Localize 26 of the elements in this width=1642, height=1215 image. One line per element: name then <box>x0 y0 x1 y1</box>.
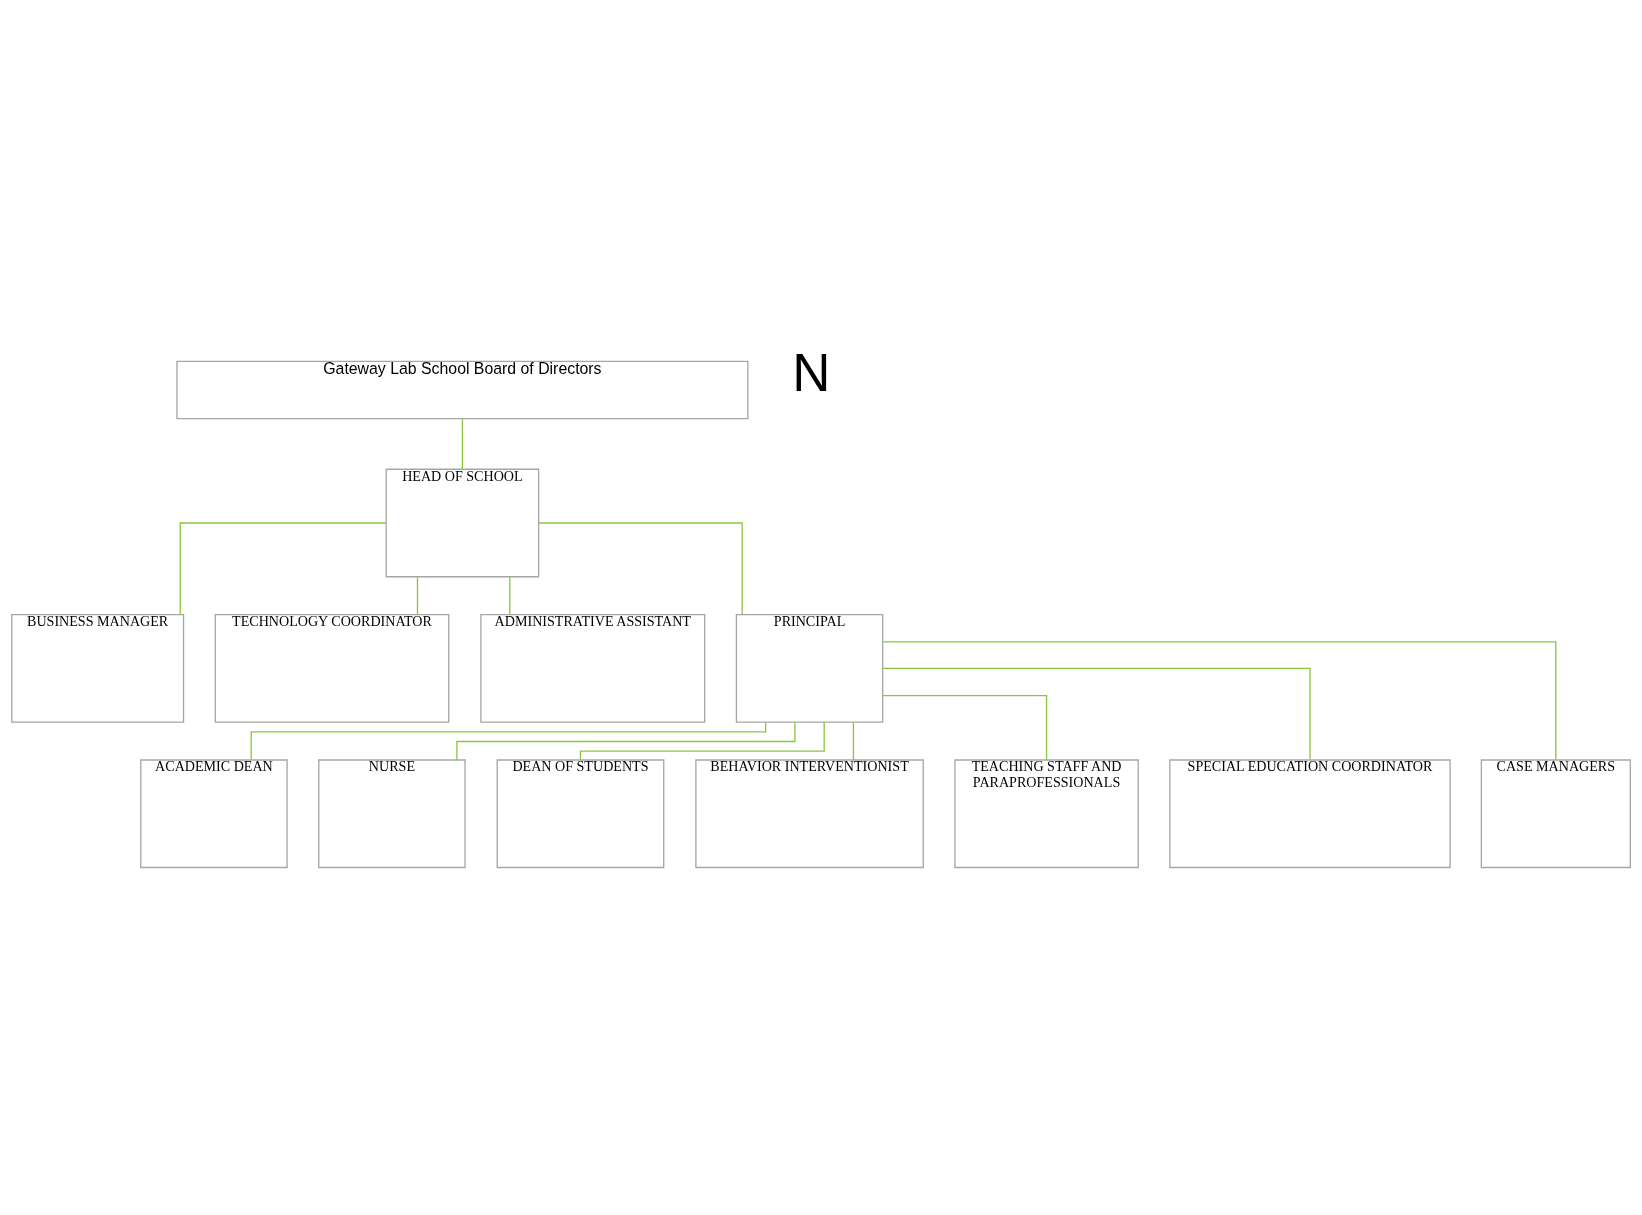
connector <box>852 721 855 760</box>
connector <box>882 694 1048 761</box>
node-box: TECHNOLOGY COORDINATOR <box>214 613 450 723</box>
node-box: BEHAVIOR INTERVENTIONIST <box>695 758 924 868</box>
connector <box>456 721 796 760</box>
node-box: CASE MANAGERS <box>1480 758 1631 868</box>
node-box: HEAD OF SCHOOL <box>385 468 540 577</box>
node-box: PRINCIPAL <box>735 613 884 723</box>
connector <box>509 575 511 615</box>
connector <box>179 521 387 615</box>
connector <box>882 667 1311 760</box>
node-box: TEACHING STAFF AND PARAPROFESSIONALS <box>954 758 1139 868</box>
connector <box>579 721 825 761</box>
node-box: Gateway Lab School Board of Directors <box>176 360 749 419</box>
connector <box>416 575 419 615</box>
connector <box>882 640 1557 760</box>
connector <box>250 721 767 760</box>
node-box: BUSINESS MANAGER <box>11 613 185 723</box>
connector <box>461 417 464 470</box>
node-box: DEAN OF STUDENTS <box>496 758 665 868</box>
node-box: NURSE <box>318 758 466 868</box>
label: N <box>792 342 831 402</box>
node-box: ACADEMIC DEAN <box>140 758 288 868</box>
connector <box>538 521 743 615</box>
node-box: ADMINISTRATIVE ASSISTANT <box>480 613 706 723</box>
node-box: SPECIAL EDUCATION COORDINATOR <box>1169 758 1451 868</box>
